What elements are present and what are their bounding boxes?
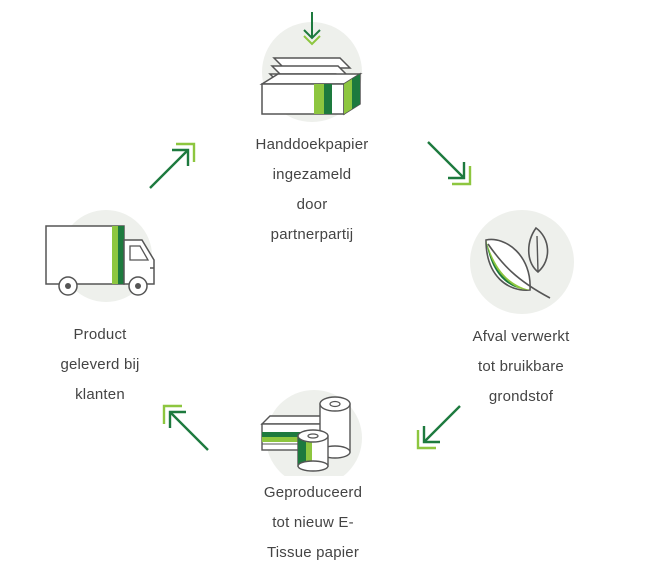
arrow-up-left-icon — [162, 404, 209, 451]
arrow-down-right-icon — [427, 141, 472, 186]
step-2-label: Afval verwerkt tot bruikbare grondstof — [446, 322, 596, 412]
step-3-label: Geproduceerd tot nieuw E- Tissue papier — [233, 478, 393, 568]
step-1-line-2: ingezameld — [272, 166, 352, 183]
leaf-icon — [466, 206, 578, 318]
step-1-label: Handdoekpapier ingezameld door partnerpa… — [232, 130, 392, 250]
step-2-line-1: Afval verwerkt — [472, 328, 570, 345]
paper-stack-icon — [252, 10, 372, 122]
step-2-line-2: tot bruikbare — [478, 358, 564, 375]
step-1-line-4: partnerpartij — [270, 226, 354, 243]
step-1-line-1: Handdoekpapier — [255, 136, 369, 153]
step-4-line-3: klanten — [75, 386, 125, 403]
arrow-down-left-icon — [416, 405, 461, 450]
tissue-rolls-icon — [254, 386, 372, 486]
arrow-up-right-icon — [149, 142, 196, 189]
step-1-line-3: door — [296, 196, 328, 213]
step-3-line-3: Tissue papier — [266, 544, 360, 561]
step-4-line-1: Product — [73, 326, 127, 343]
step-2-line-3: grondstof — [488, 388, 554, 405]
step-3-line-2: tot nieuw E- — [272, 514, 354, 531]
step-4-line-2: geleverd bij — [60, 356, 140, 373]
step-4-label: Product geleverd bij klanten — [30, 320, 170, 410]
delivery-truck-icon — [40, 206, 162, 302]
step-3-line-1: Geproduceerd — [263, 484, 363, 501]
